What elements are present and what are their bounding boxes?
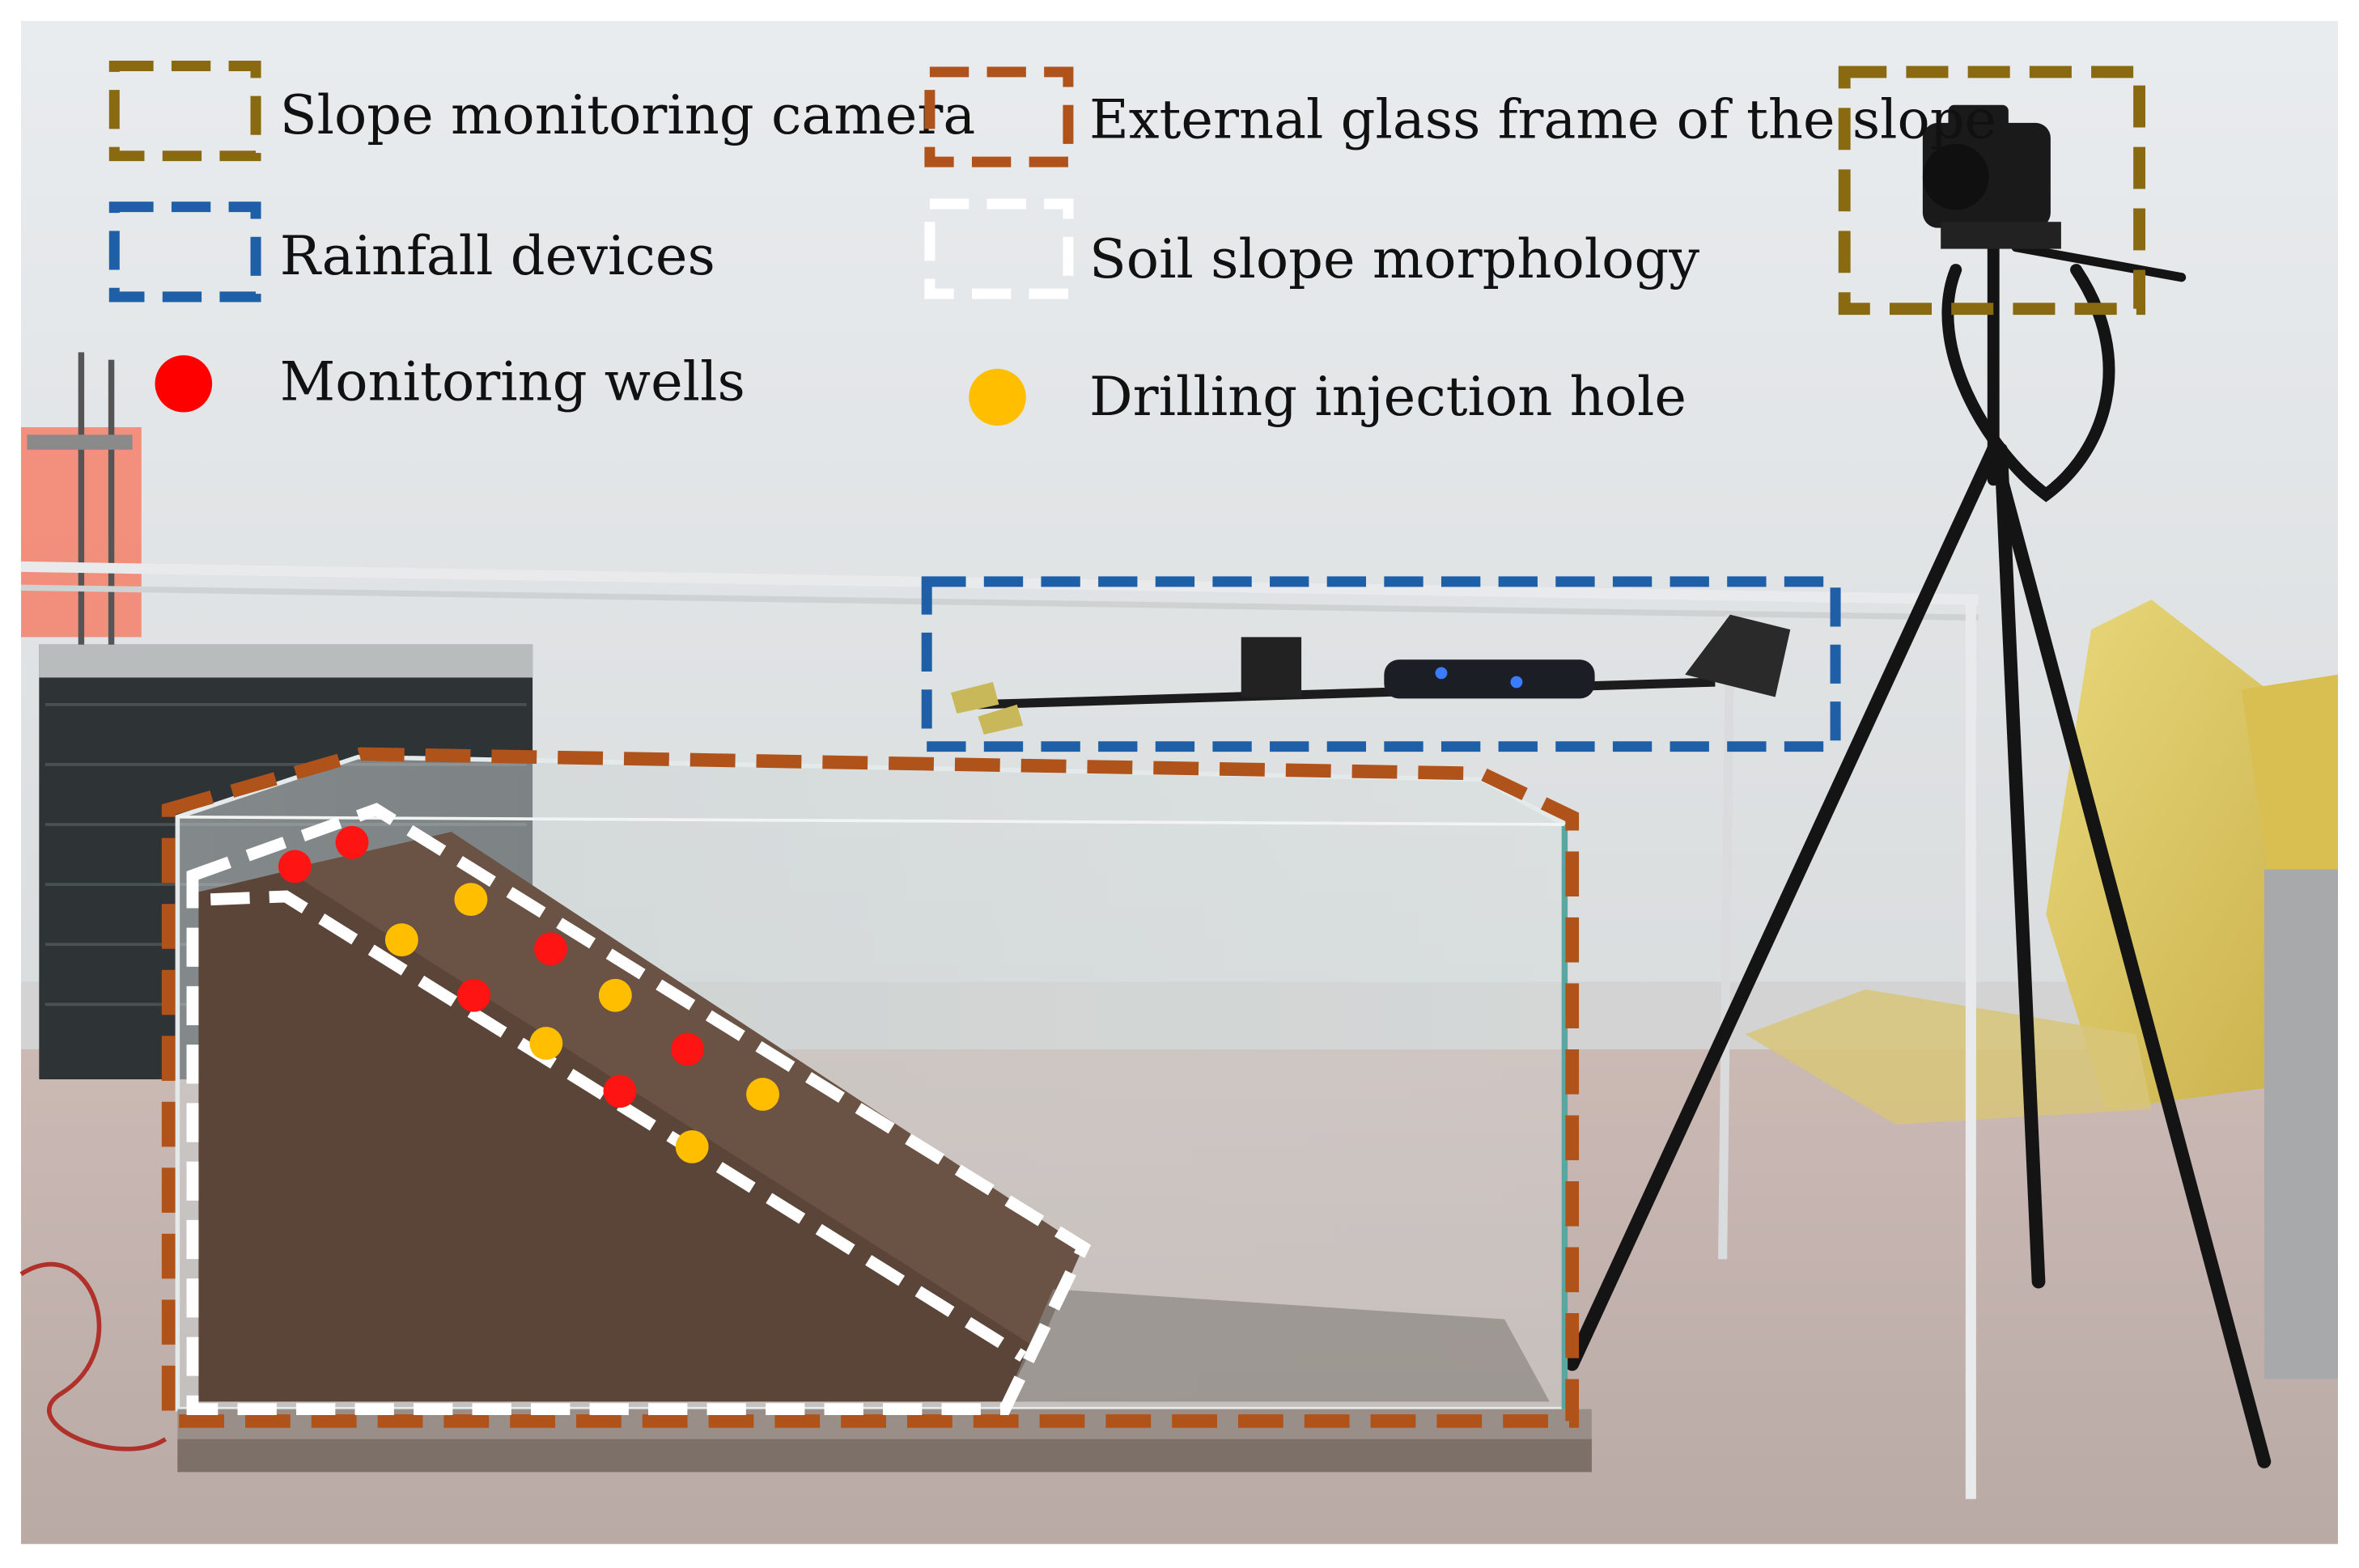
legend-wells-label: Monitoring wells — [280, 350, 745, 413]
camera-outline — [1838, 66, 2146, 316]
sacks — [1745, 600, 2338, 1379]
monitoring-well-marker — [603, 1074, 637, 1108]
legend-camera-swatch — [108, 61, 261, 162]
monitoring-well-marker — [533, 932, 567, 966]
injection-hole-marker — [454, 883, 488, 917]
legend-rainfall-swatch — [108, 201, 261, 303]
legend-wells-swatch — [155, 355, 213, 413]
rainfall-devices-outline — [921, 576, 1841, 752]
legend-soil-slope-swatch — [924, 198, 1074, 299]
legend-camera-label: Slope monitoring camera — [280, 83, 975, 146]
monitoring-well-marker — [278, 850, 312, 884]
injection-hole-marker — [529, 1027, 563, 1060]
soil-slope-outline — [186, 803, 1092, 1416]
legend-glass-frame-swatch — [924, 66, 1074, 167]
monitoring-wells — [278, 825, 705, 1108]
monitoring-well-marker — [671, 1032, 705, 1066]
glass-frame-outline — [161, 747, 1580, 1428]
legend: Slope monitoring camera External glass f… — [108, 61, 1996, 428]
legend-rainfall-label: Rainfall devices — [280, 224, 715, 287]
legend-injection-label: Drilling injection hole — [1089, 365, 1687, 428]
legend-injection-swatch — [969, 368, 1026, 426]
injection-hole-marker — [598, 978, 632, 1012]
monitoring-well-marker — [457, 978, 491, 1012]
injection-hole-marker — [384, 923, 418, 957]
injection-hole-marker — [675, 1129, 709, 1163]
legend-soil-slope-label: Soil slope morphology — [1089, 227, 1699, 290]
monitoring-well-marker — [335, 825, 369, 859]
tripod-icon — [1565, 234, 2272, 1468]
rainfall-nozzle-icon — [950, 614, 1791, 735]
legend-glass-frame-label: External glass frame of the slope — [1089, 88, 1996, 151]
injection-holes — [384, 883, 779, 1163]
camera-icon — [1922, 104, 2061, 249]
injection-hole-marker — [746, 1078, 779, 1111]
